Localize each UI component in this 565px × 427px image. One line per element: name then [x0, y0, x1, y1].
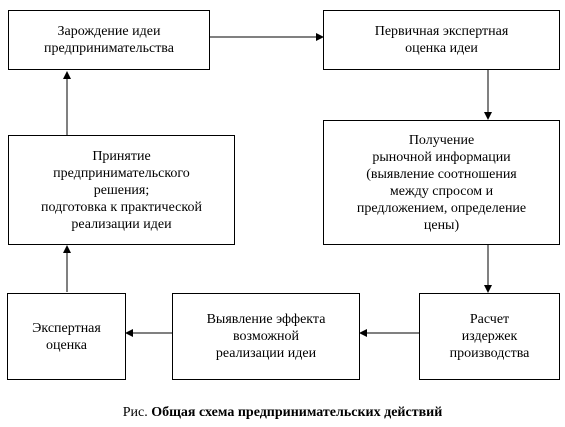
- figure-caption-prefix: Рис.: [122, 405, 152, 420]
- box-decision-line-2: предпринимательского: [53, 165, 190, 181]
- box-effect-detect: Выявление эффекта возможной реализации и…: [172, 293, 360, 380]
- box-market-info-line-6: цены): [423, 217, 460, 233]
- box-expert-eval-line-2: оценка: [45, 337, 87, 353]
- box-cost-calc-line-1: Расчет: [469, 312, 510, 327]
- box-market-info-line-3: (выявление соотношения: [366, 166, 517, 182]
- box-idea-origin-line-1: Зарождение идеи: [57, 24, 161, 39]
- figure-caption: Рис. Общая схема предпринимательских дей…: [0, 404, 565, 421]
- box-expert-eval: Экспертная оценка: [7, 293, 126, 380]
- box-idea-origin-line-2: предпринимательства: [44, 41, 174, 56]
- box-effect-detect-line-1: Выявление эффекта: [206, 312, 326, 327]
- box-idea-origin: Зарождение идеи предпринимательства: [8, 10, 210, 70]
- box-decision-line-5: реализации идеи: [71, 216, 172, 232]
- box-expert-eval-line-1: Экспертная: [32, 320, 101, 336]
- figure-caption-title: Общая схема предпринимательских действий: [151, 405, 443, 420]
- box-market-info-line-2: рыночной информации: [372, 149, 511, 165]
- box-market-info-line-1: Получение: [408, 132, 475, 148]
- box-cost-calc-line-2: издержек: [461, 329, 518, 344]
- box-market-info-line-5: предложением, определение: [356, 200, 527, 216]
- box-primary-eval-line-1: Первичная экспертная: [374, 24, 509, 39]
- box-effect-detect-line-3: реализации идеи: [215, 346, 317, 361]
- box-cost-calc: Расчет издержек производства: [419, 293, 560, 380]
- box-decision-line-1: Принятие: [92, 148, 151, 164]
- box-primary-eval-line-2: оценка идеи: [405, 41, 478, 56]
- box-market-info-line-4: между спросом и: [389, 183, 494, 199]
- box-effect-detect-line-2: возможной: [232, 329, 299, 344]
- box-decision-line-4: подготовка к практической: [41, 199, 202, 215]
- box-decision-line-3: решения;: [93, 182, 150, 198]
- box-decision: Принятие предпринимательского решения; п…: [8, 135, 235, 245]
- box-cost-calc-line-3: производства: [449, 346, 530, 361]
- box-primary-eval: Первичная экспертная оценка идеи: [323, 10, 560, 70]
- box-market-info: Получение рыночной информации (выявление…: [323, 120, 560, 245]
